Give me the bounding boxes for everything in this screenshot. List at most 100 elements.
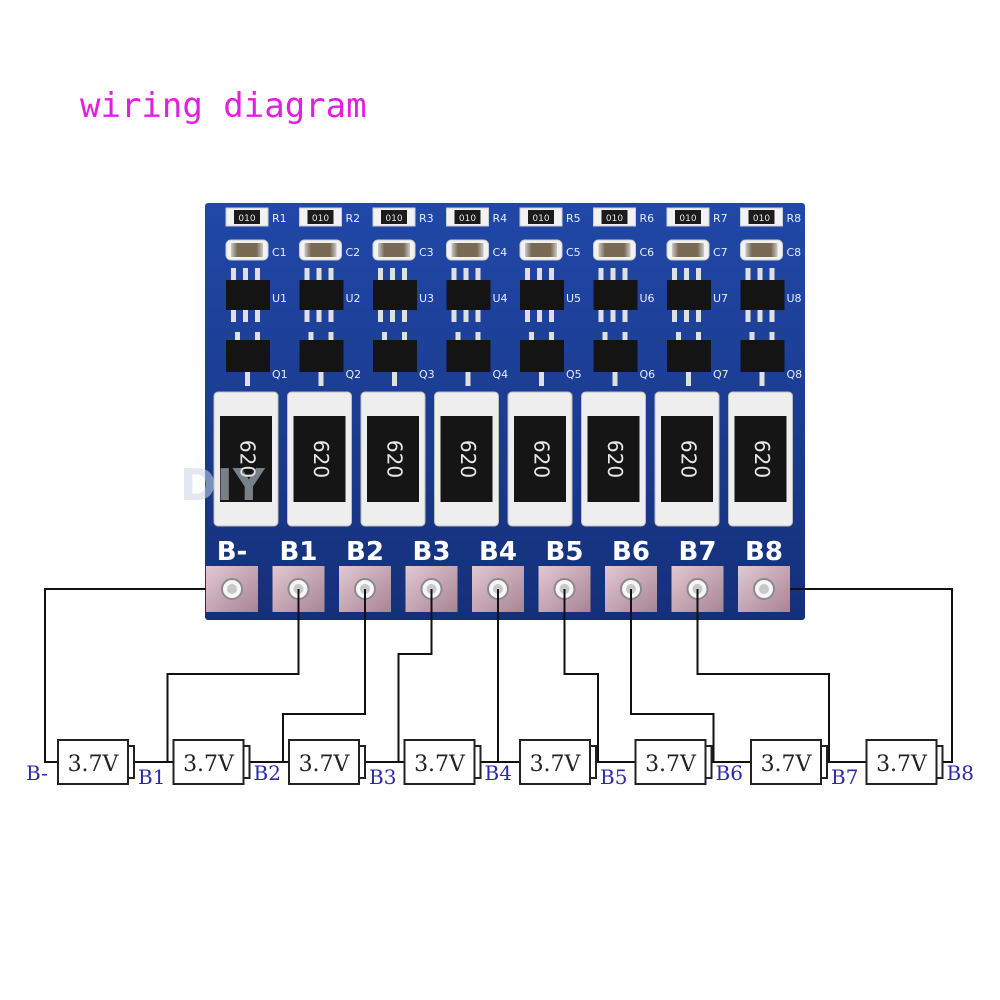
node-label-b4: B4: [485, 761, 512, 785]
transistor-ref: Q5: [566, 368, 582, 381]
ic-pin: [402, 308, 407, 322]
ic-chip: [299, 280, 344, 310]
transistor-pin: [235, 332, 240, 342]
shunt-resistor: [293, 416, 346, 502]
ic-pin: [610, 308, 616, 322]
transistor: [226, 340, 270, 372]
ic-ref: U3: [419, 292, 434, 305]
ic-chip: [520, 280, 564, 310]
ic-pin: [243, 308, 248, 322]
capacitor: [745, 243, 778, 257]
transistor-pin: [602, 332, 608, 342]
ic-chip: [373, 280, 417, 310]
transistor-pin: [392, 372, 397, 386]
node-label-b-minus: B-: [26, 761, 48, 785]
shunt-resistor: [514, 416, 566, 502]
transistor-pin: [318, 372, 324, 386]
cell-voltage: 3.7V: [414, 752, 466, 777]
pad-hole-inner: [759, 584, 769, 594]
transistor-pin: [539, 372, 544, 386]
cell-voltage: 3.7V: [761, 752, 813, 777]
transistor-pin: [455, 332, 461, 342]
transistor-pin: [465, 372, 471, 386]
shunt-resistor: [587, 416, 640, 502]
ic-pin: [672, 268, 677, 282]
ic-pin: [475, 308, 481, 322]
transistor-pin: [612, 372, 618, 386]
ic-pin: [610, 268, 616, 282]
resistor-code: 010: [532, 214, 549, 224]
wire-b5: [563, 589, 599, 762]
ic-pin: [243, 268, 248, 282]
ic-pin: [696, 268, 701, 282]
shunt-code: 620: [309, 440, 333, 478]
transistor-pin: [759, 372, 765, 386]
cell-body: [865, 739, 938, 785]
ic-ref: U6: [640, 292, 655, 305]
cell-voltage: 3.7V: [183, 752, 235, 777]
pad-label: B6: [612, 537, 650, 567]
resistor-small: [528, 210, 554, 224]
transistor-ref: Q8: [787, 368, 803, 381]
transistor-pin: [475, 332, 481, 342]
cell-3: 3.7V: [288, 739, 366, 785]
ic-pin: [451, 268, 457, 282]
cell-body: [634, 739, 707, 785]
ic-chip: [446, 280, 491, 310]
resistor-small: [234, 210, 260, 224]
wire-b6: [630, 589, 715, 762]
cell-terminal: [704, 745, 713, 779]
capacitor-ref: C7: [713, 246, 728, 259]
ic-pin: [684, 268, 689, 282]
cell-terminal: [473, 745, 482, 779]
pad-label: B1: [280, 537, 318, 567]
ic-ref: U7: [713, 292, 728, 305]
node-label-b6: B6: [716, 761, 743, 785]
transistor: [299, 340, 344, 372]
ic-chip: [667, 280, 711, 310]
pad-label: B4: [479, 537, 517, 567]
pad-b-minus: B-: [206, 537, 258, 612]
pad-label: B3: [413, 537, 451, 567]
resistor-small: [454, 210, 481, 224]
cell-body: [172, 739, 245, 785]
ic-pin: [757, 308, 763, 322]
shunt-resistor: [734, 416, 787, 502]
cell-5: 3.7V: [519, 739, 597, 785]
resistor-code: 010: [679, 214, 696, 224]
node-label-b3: B3: [369, 765, 396, 789]
ic-pin: [684, 308, 689, 322]
ic-pin: [769, 268, 775, 282]
wire-b3: [397, 589, 433, 762]
node-label-b2: B2: [254, 761, 281, 785]
resistor-ref: R7: [713, 212, 728, 225]
ic-pin: [328, 308, 334, 322]
capacitor: [378, 243, 410, 257]
cell-body: [57, 739, 129, 785]
ic-ref: U1: [272, 292, 287, 305]
ic-pin: [769, 308, 775, 322]
ic-pin: [549, 268, 554, 282]
ic-pin: [378, 268, 383, 282]
ic-pin: [304, 308, 310, 322]
cell-terminal: [589, 745, 597, 779]
ic-pin: [598, 268, 604, 282]
resistor-small: [307, 210, 334, 224]
ic-pin: [757, 268, 763, 282]
cell-terminal: [820, 745, 828, 779]
ic-pin: [390, 308, 395, 322]
transistor-pin: [328, 332, 334, 342]
transistor-pin: [549, 332, 554, 342]
transistor-ref: Q1: [272, 368, 288, 381]
resistor-small: [381, 210, 407, 224]
capacitor: [231, 243, 263, 257]
ic-pin: [231, 308, 236, 322]
transistor-ref: Q7: [713, 368, 729, 381]
shunt-code: 620: [603, 440, 627, 478]
ic-ref: U4: [493, 292, 508, 305]
